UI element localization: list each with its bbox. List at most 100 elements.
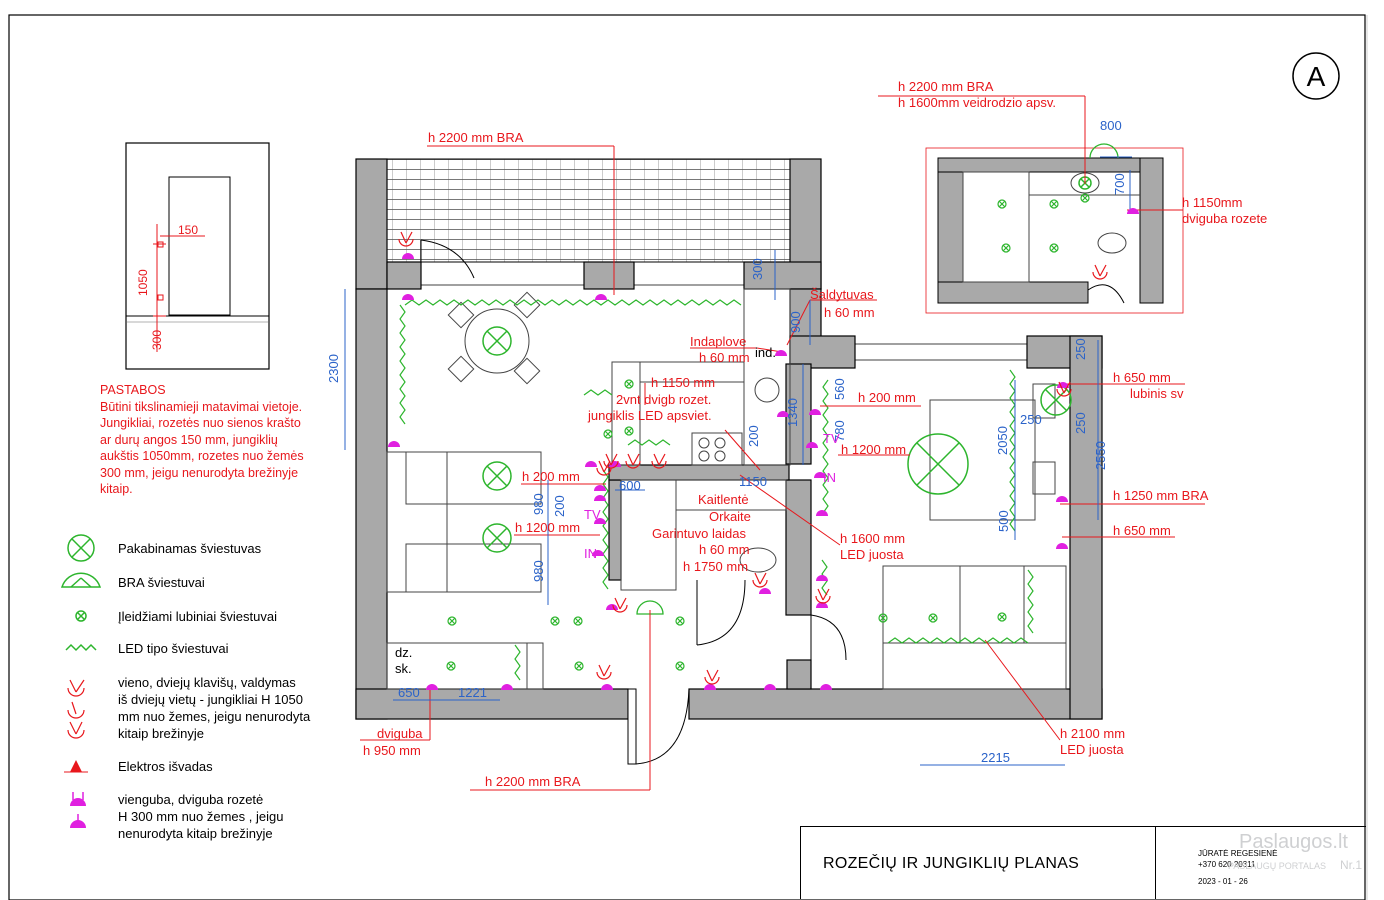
recessed-light-icon: [574, 661, 584, 671]
socket-icon: [1127, 208, 1139, 214]
dim-900: 900: [788, 311, 803, 333]
recessed-light-icon: [675, 616, 685, 626]
switches: [398, 231, 1108, 685]
recessed-light-icon: [878, 613, 888, 623]
drawing-title: ROZEČIŲ IR JUNGIKLIŲ PLANAS: [823, 855, 1080, 872]
legend-switch-2: iš dviejų vietų - jungikliai H 1050: [118, 692, 303, 707]
led-strips: [399, 299, 1034, 681]
socket-icon: [426, 684, 438, 690]
label-dishwasher-h: h 60 mm: [699, 350, 750, 365]
legend-led: LED tipo šviestuvai: [118, 641, 229, 656]
author-phone: +370 620 20311: [1198, 860, 1256, 869]
socket-icon: [764, 684, 776, 690]
label-bra1250: h 1250 mm BRA: [1113, 488, 1209, 503]
recessed-light-icon: [1049, 199, 1059, 209]
label-h950: h 950 mm: [363, 743, 421, 758]
dim-500: 500: [996, 510, 1011, 532]
switch-icon: [596, 664, 612, 680]
dim-780: 780: [832, 420, 847, 442]
label-h1200-a: h 1200 mm: [841, 442, 906, 457]
watermark-sub: PASLAUGŲ PORTALAS: [1227, 861, 1326, 871]
dim-2050: 2050: [995, 426, 1010, 455]
socket-icon: [759, 588, 771, 594]
recessed-light-icon: [447, 616, 457, 626]
recessed-light-icon: [624, 379, 634, 389]
recessed-light-icon: [1001, 243, 1011, 253]
socket-icon: [1056, 496, 1068, 502]
label-bath-bra: h 2200 mm BRA: [898, 79, 994, 94]
sheet-marker: A: [1307, 61, 1326, 92]
socket-icon: [592, 550, 604, 556]
label-hood: Garintuvo laidas: [652, 526, 746, 541]
label-hood-h1: h 60 mm: [699, 542, 750, 557]
label-led2100: h 2100 mm: [1060, 726, 1125, 741]
detail-150: 150: [178, 223, 198, 237]
dimension-lines: [344, 156, 1132, 766]
label-ind: ind.: [755, 345, 776, 360]
label-kitchen-sockets: 2vnt dvigb rozet.: [616, 392, 711, 407]
notes-line: kitaip.: [100, 482, 133, 496]
sheet-marker-circle: [1292, 52, 1340, 100]
label-kitchen-h: h 1150 mm: [651, 375, 715, 390]
label-sk: sk.: [395, 661, 412, 676]
label-bath-socket-h: h 1150mm: [1182, 195, 1242, 210]
legend-icons: [60, 534, 102, 828]
switch-icon: [1092, 264, 1108, 280]
legend-socket-1: vienguba, dviguba rozetė: [118, 792, 264, 807]
recessed-light-icon: [928, 613, 938, 623]
label-h200-a: h 200 mm: [858, 390, 916, 405]
legend-switch-1: vieno, dviejų klavišų, valdymas: [118, 675, 296, 690]
sockets: [388, 208, 1139, 690]
legend-socket-2: H 300 mm nuo žemes , jeigu: [118, 809, 284, 824]
label-bath-mirror: h 1600mm veidrodzio apsv.: [898, 95, 1056, 110]
socket-icon: [388, 441, 400, 447]
switch-icon: [815, 588, 831, 604]
label-tv-2: TV: [823, 431, 840, 446]
label-tv: TV: [584, 507, 601, 522]
notes-line: 300 mm, jeigu nenurodyta brežinyje: [100, 465, 299, 480]
dim-200-a: 200: [746, 425, 761, 447]
legend-switch-4: kitaip brežinyje: [118, 726, 204, 741]
detail-300: 300: [150, 330, 164, 350]
dim-1150: 1150: [739, 474, 767, 489]
dim-980-a: 980: [531, 493, 546, 515]
socket-icon: [585, 461, 597, 467]
recessed-light-icon: [573, 616, 583, 626]
wall-lamps: [636, 143, 1119, 615]
dim-560: 560: [832, 378, 847, 400]
title-block: ROZEČIŲ IR JUNGIKLIŲ PLANAS JŪRATĖ REGES…: [800, 826, 1366, 899]
dim-700: 700: [1112, 173, 1127, 195]
label-dz: dz.: [395, 645, 412, 660]
dim-1340: 1340: [785, 398, 800, 427]
label-led2100b: LED juosta: [1060, 742, 1124, 757]
socket-icon: [402, 294, 414, 300]
socket-icon: [816, 510, 828, 516]
socket-icon: [814, 472, 826, 478]
label-fridge-h: h 60 mm: [824, 305, 875, 320]
watermark-num: Nr.1: [1339, 858, 1362, 872]
socket-icon: [606, 604, 618, 610]
recessed-lights: [446, 193, 1090, 671]
recessed-light-icon: [997, 199, 1007, 209]
label-in-2: IN: [823, 470, 836, 485]
recessed-light-icon: [446, 661, 456, 671]
leader-lines: [360, 95, 1205, 791]
label-led1600: h 1600 mm: [840, 531, 905, 546]
recessed-light-icon: [1080, 193, 1090, 203]
dim-1221: 1221: [458, 685, 487, 700]
switch-icon: [398, 231, 414, 247]
socket-icon: [1056, 543, 1068, 549]
detail-1050: 1050: [136, 269, 150, 296]
dim-250-a: 250: [1020, 412, 1042, 427]
sheet-border: [8, 14, 1366, 900]
socket-icon: [501, 684, 513, 690]
notes-title: PASTABOS: [100, 383, 166, 397]
label-fridge: Šaldytuvas: [810, 287, 874, 302]
socket-icon: [777, 411, 789, 417]
label-h1200-b: h 1200 mm: [515, 520, 580, 535]
socket-icon: [820, 684, 832, 690]
switch-icon: [704, 669, 720, 685]
bathroom-plan: [925, 147, 1184, 314]
label-bath-socket: dviguba rozete: [1182, 211, 1267, 226]
